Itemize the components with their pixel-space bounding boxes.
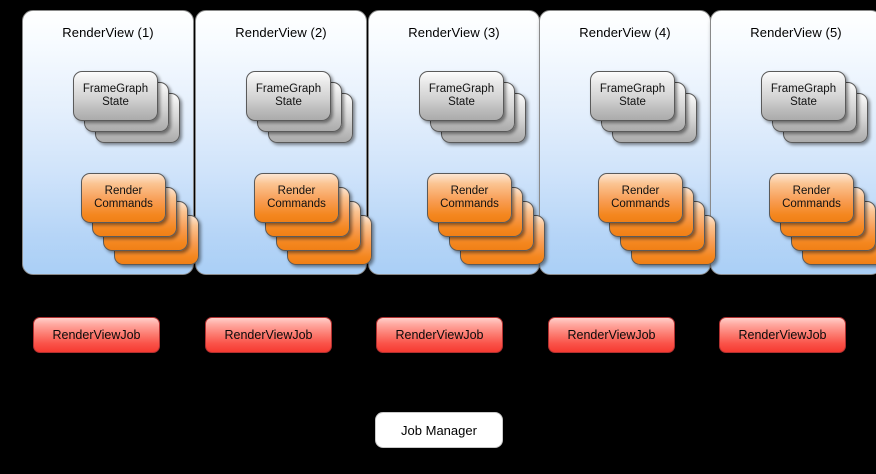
renderview-panel-title: RenderView (4): [579, 25, 671, 40]
framegraph-state-label-line1: FrameGraph: [770, 82, 837, 95]
renderview-panel-title: RenderView (3): [408, 25, 500, 40]
framegraph-state-label-line1: FrameGraph: [599, 82, 666, 95]
framegraph-state-label-line1: FrameGraph: [82, 82, 149, 95]
job-manager-label: Job Manager: [401, 422, 477, 438]
framegraph-state-label-line2: State: [790, 96, 817, 108]
renderviewjob-button-2[interactable]: RenderViewJob: [205, 317, 332, 353]
renderview-panel-title: RenderView (1): [62, 25, 154, 40]
framegraph-state-label-line1: FrameGraph: [255, 82, 322, 95]
framegraph-state-label-line2: State: [619, 96, 646, 108]
render-commands-label-line2: Commands: [782, 198, 841, 210]
render-commands-label-line2: Commands: [611, 198, 670, 210]
framegraph-state-label-line2: State: [102, 96, 129, 108]
renderviewjob-label: RenderViewJob: [52, 328, 141, 342]
job-manager-box[interactable]: Job Manager: [375, 412, 503, 448]
framegraph-state-label-line1: FrameGraph: [428, 82, 495, 95]
framegraph-state-label-line2: State: [448, 96, 475, 108]
render-commands-label-line2: Commands: [267, 198, 326, 210]
renderviewjob-label: RenderViewJob: [395, 328, 484, 342]
render-commands-label-line2: Commands: [94, 198, 153, 210]
renderviewjob-label: RenderViewJob: [738, 328, 827, 342]
framegraph-state-label-line2: State: [275, 96, 302, 108]
render-commands-label-line1: Render: [277, 184, 316, 197]
renderview-panel-title: RenderView (5): [750, 25, 842, 40]
renderviewjob-label: RenderViewJob: [567, 328, 656, 342]
renderviewjob-button-3[interactable]: RenderViewJob: [376, 317, 503, 353]
renderviewjob-button-1[interactable]: RenderViewJob: [33, 317, 160, 353]
render-commands-label-line1: Render: [792, 184, 831, 197]
render-commands-label-line1: Render: [450, 184, 489, 197]
render-commands-label-line1: Render: [621, 184, 660, 197]
renderviewjob-button-4[interactable]: RenderViewJob: [548, 317, 675, 353]
render-commands-label-line2: Commands: [440, 198, 499, 210]
renderviewjob-label: RenderViewJob: [224, 328, 313, 342]
renderviewjob-button-5[interactable]: RenderViewJob: [719, 317, 846, 353]
renderview-panel-title: RenderView (2): [235, 25, 327, 40]
render-commands-label-line1: Render: [104, 184, 143, 197]
